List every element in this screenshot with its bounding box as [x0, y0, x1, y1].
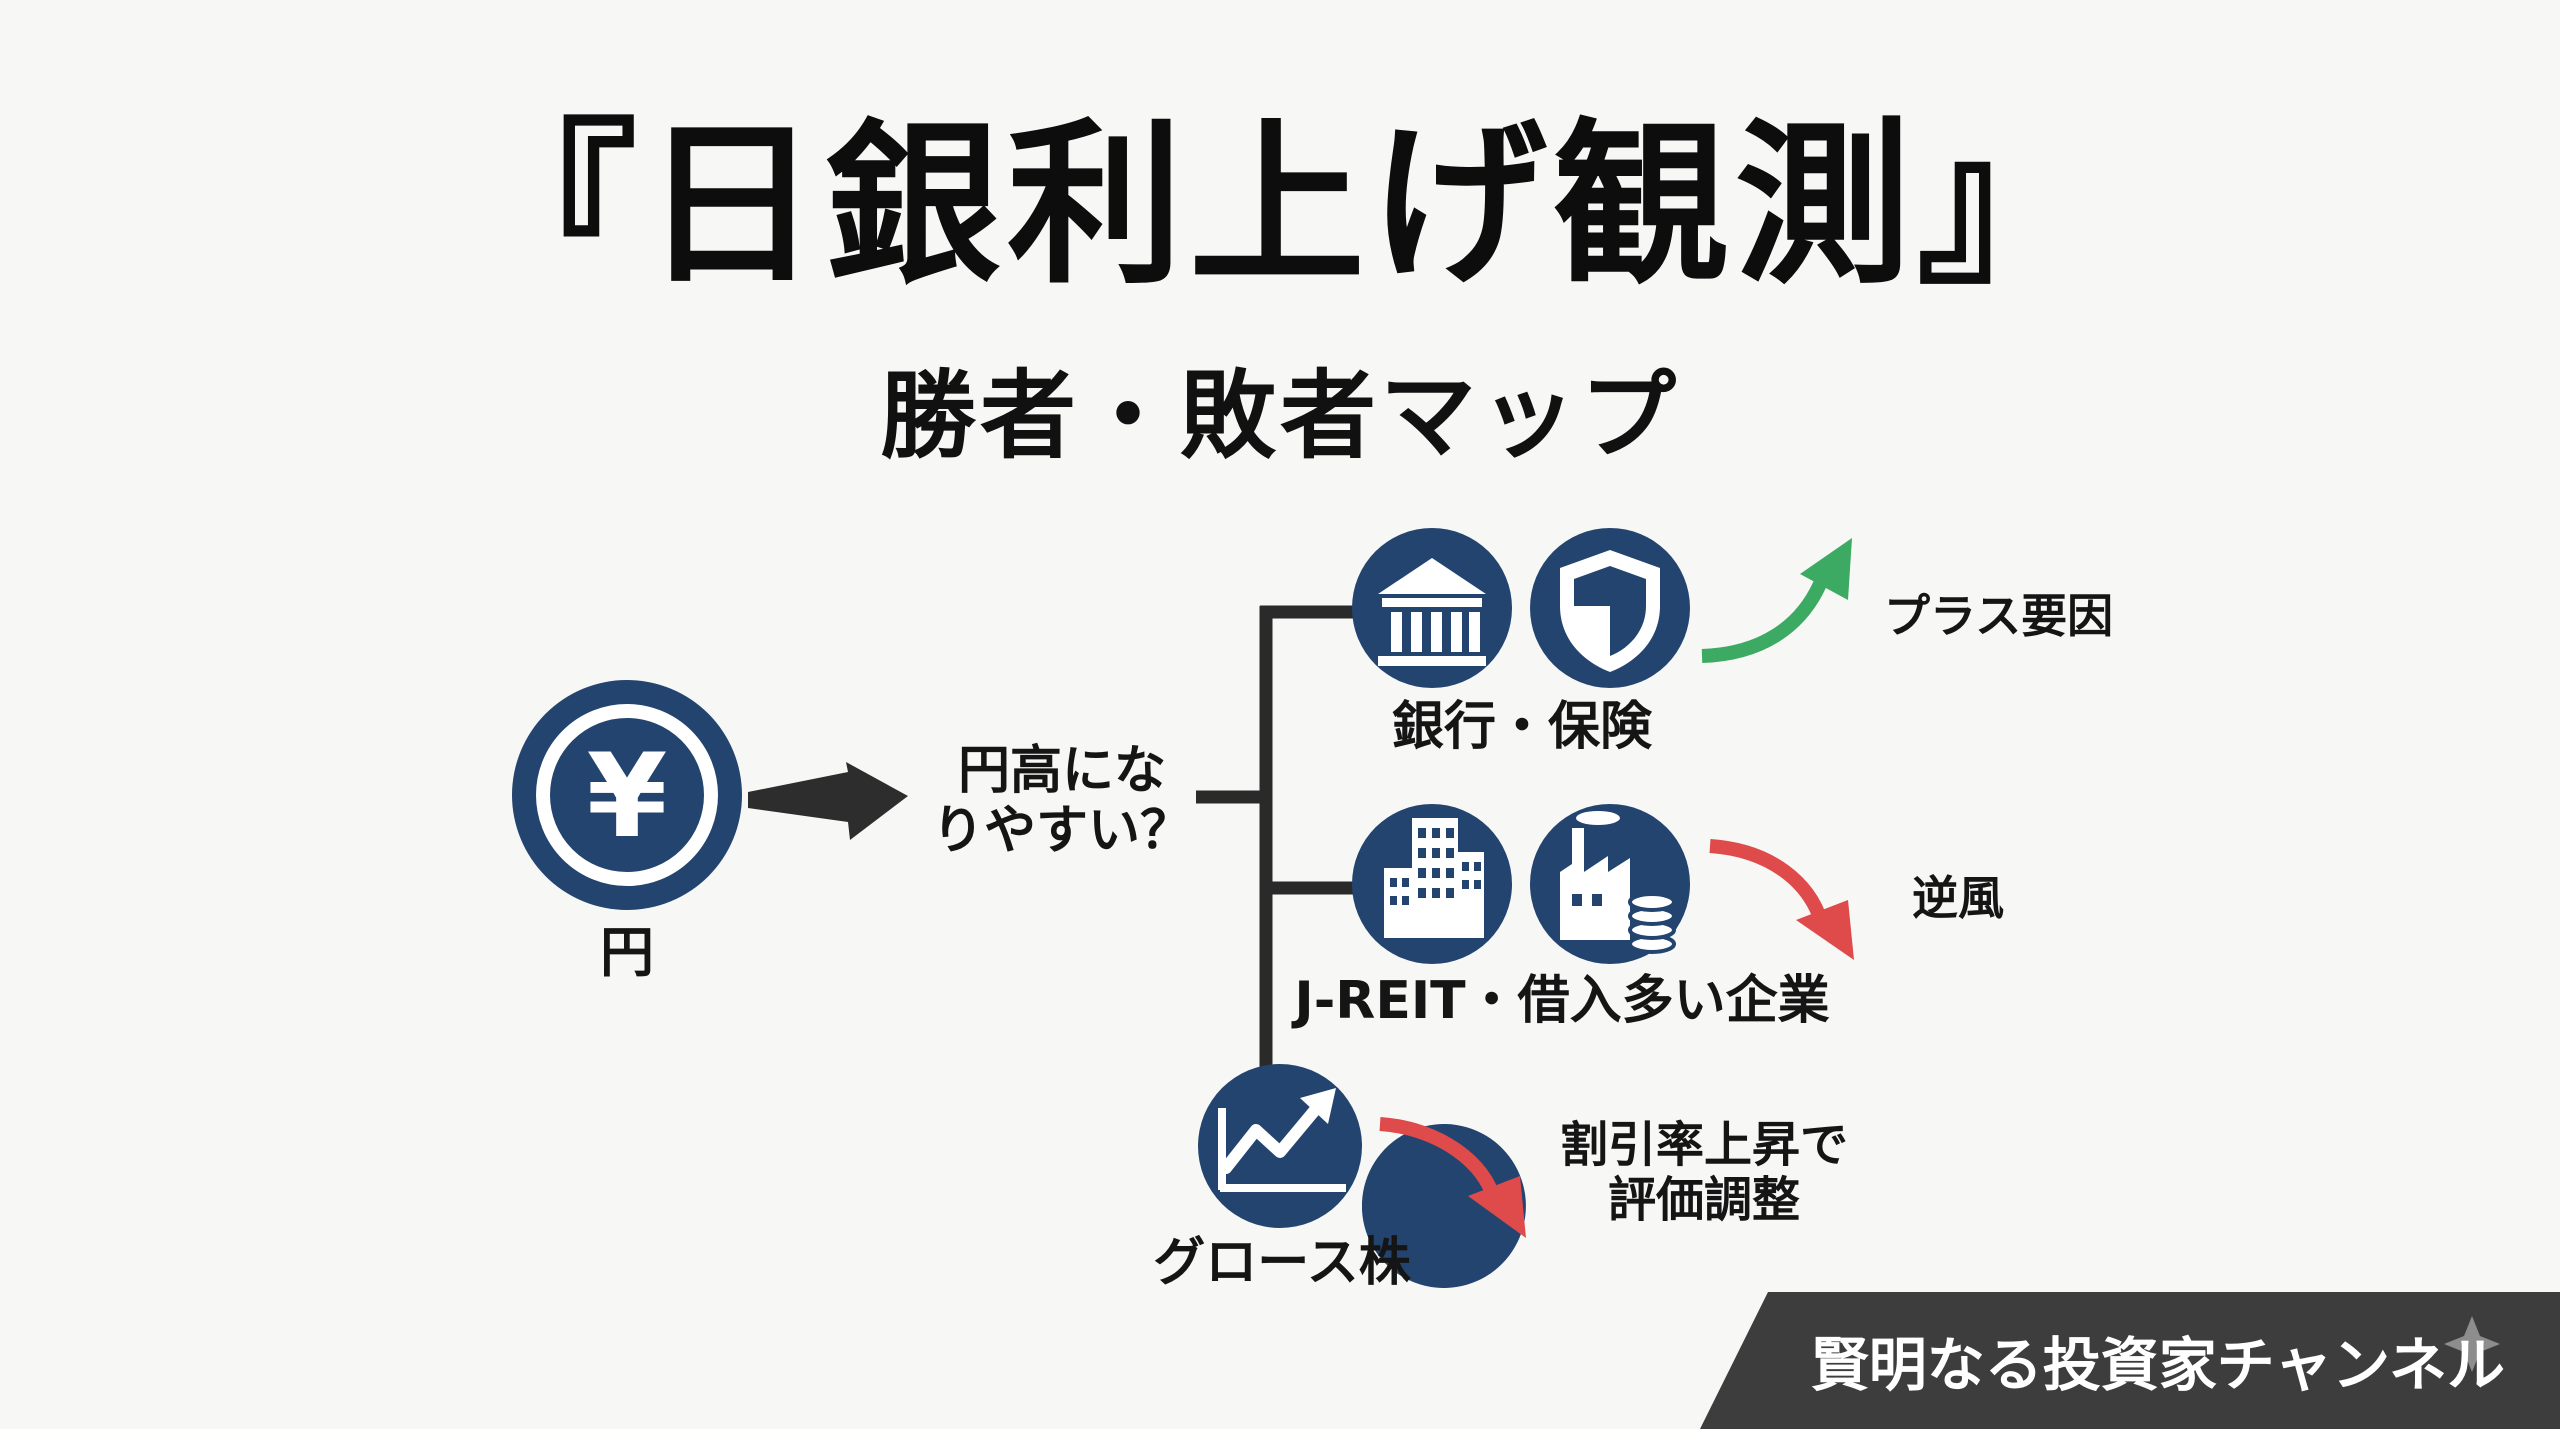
effect-headwind: 逆風: [1912, 871, 2004, 925]
down-arrow-icon: [1379, 1117, 1526, 1238]
effect-growth-line-1: 割引率上昇で: [1559, 1117, 1849, 1173]
branch-label-growth: グロース株: [1153, 1233, 1411, 1293]
branch-connector: [1196, 605, 1360, 1080]
buildings-icon: [1352, 804, 1512, 964]
yen-icon: ¥: [512, 680, 742, 910]
footer: 賢明なる投資家チャンネル: [1700, 1290, 2560, 1429]
factory-icon: [1530, 804, 1690, 964]
subtitle: 勝者・敗者マップ: [880, 360, 1680, 472]
down-arrow-icon: [1709, 839, 1854, 960]
channel-name: 賢明なる投資家チャンネル: [1810, 1331, 2505, 1399]
yen-label: 円: [600, 921, 654, 984]
question-line-1: 円高にな: [957, 741, 1167, 801]
bank-icon: [1352, 528, 1512, 688]
growth-chart-icon: [1198, 1064, 1526, 1288]
channel-banner: [1700, 1292, 2560, 1429]
branch-label-banks: 銀行・保険: [1391, 697, 1653, 757]
effect-growth: 割引率上昇で 評価調整: [1559, 1117, 1849, 1229]
cause-arrow: [748, 762, 908, 840]
svg-text:¥: ¥: [587, 729, 668, 864]
main-title: 『日銀利上げ観測』: [460, 103, 2099, 308]
effect-growth-line-2: 評価調整: [1607, 1172, 1801, 1229]
effect-positive: プラス要因: [1884, 589, 2114, 643]
branch-label-reit: J-REIT・借入多い企業: [1294, 971, 1830, 1031]
question-label: 円高にな りやすい？: [931, 741, 1193, 862]
up-arrow-icon: [1701, 538, 1852, 663]
shield-icon: [1530, 528, 1690, 688]
question-line-2: りやすい？: [931, 800, 1193, 861]
